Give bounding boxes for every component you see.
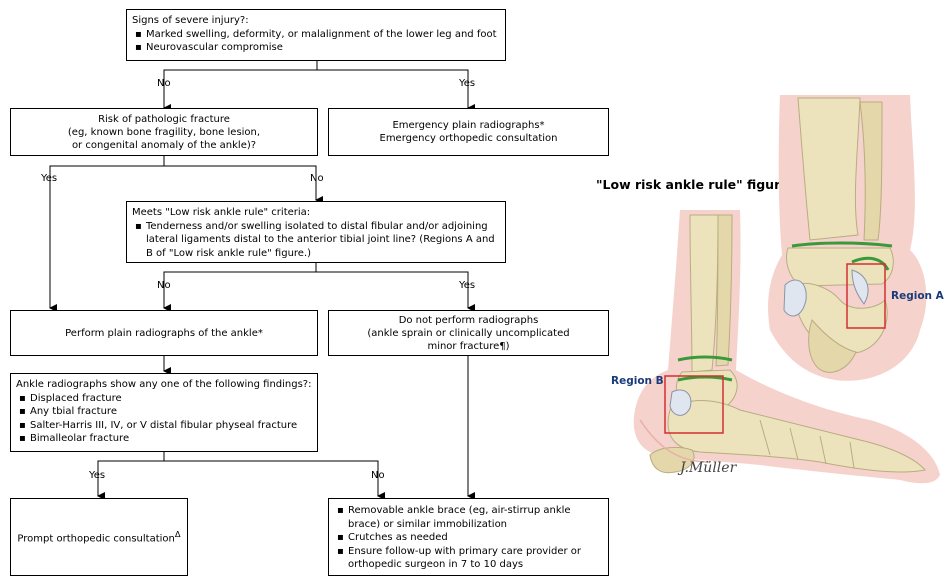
- label-yes-1: Yes: [459, 78, 476, 89]
- low-risk-bullet: Tenderness and/or swelling isolated to d…: [132, 220, 500, 261]
- figure-title: "Low risk ankle rule" figure: [596, 177, 789, 192]
- findings-title: Ankle radiographs show any one of the fo…: [16, 379, 312, 390]
- perform-text: Perform plain radiographs of the ankle*: [65, 327, 263, 339]
- emergency-line-2: Emergency orthopedic consultation: [379, 133, 558, 144]
- label-no-3: No: [157, 280, 171, 291]
- label-no-1: No: [157, 78, 171, 89]
- region-b-label: Region B: [611, 375, 664, 387]
- ortho-mark: Δ: [174, 529, 181, 540]
- pathologic-line-2: (eg, known bone fragility, bone lesion,: [67, 126, 261, 138]
- not-perform-line-3: minor fracture¶): [427, 340, 510, 352]
- pathologic-line-3: or congenital anomaly of the ankle)?: [71, 139, 257, 151]
- pathologic-fracture-box: Risk of pathologic fracture (eg, known b…: [10, 108, 318, 156]
- brace-bullet-3: Ensure follow-up with primary care provi…: [334, 545, 603, 572]
- low-risk-criteria-box: Meets "Low risk ankle rule" criteria: Te…: [126, 201, 506, 263]
- region-b-box: [664, 375, 724, 434]
- low-risk-title: Meets "Low risk ankle rule" criteria:: [132, 207, 311, 218]
- brace-bullet-2: Crutches as needed: [334, 531, 603, 545]
- perform-radiographs-box: Perform plain radiographs of the ankle*: [10, 310, 318, 356]
- findings-bullet-3: Salter-Harris III, IV, or V distal fibul…: [16, 419, 312, 433]
- region-a-label: Region A: [891, 290, 944, 302]
- severe-bullet-2: Neurovascular compromise: [132, 41, 500, 55]
- label-yes-4: Yes: [89, 470, 106, 481]
- findings-box: Ankle radiographs show any one of the fo…: [10, 373, 318, 452]
- brace-bullet-1: Removable ankle brace (eg, air-stirrup a…: [334, 504, 603, 531]
- region-a-box: [846, 263, 886, 329]
- illustrator-signature: J.Müller: [677, 460, 738, 476]
- ortho-text: Prompt orthopedic consultation: [17, 533, 175, 545]
- severe-injury-box: Signs of severe injury?: Marked swelling…: [126, 9, 506, 61]
- orthopedic-consult-box: Prompt orthopedic consultationΔ: [10, 498, 188, 576]
- lateral-foot-view: [633, 210, 940, 484]
- label-yes-3: Yes: [459, 280, 476, 291]
- posterior-leg-view: [768, 95, 927, 381]
- not-perform-line-2: (ankle sprain or clinically uncomplicate…: [367, 327, 570, 339]
- do-not-perform-box: Do not perform radiographs (ankle sprain…: [328, 310, 609, 356]
- findings-bullet-1: Displaced fracture: [16, 392, 312, 406]
- findings-bullet-2: Any tbial fracture: [16, 405, 312, 419]
- findings-bullet-4: Bimalleolar fracture: [16, 432, 312, 446]
- label-no-2: No: [310, 173, 324, 184]
- not-perform-line-1: Do not perform radiographs: [398, 314, 539, 326]
- severe-injury-title: Signs of severe injury?:: [132, 15, 249, 26]
- severe-bullet-1: Marked swelling, deformity, or malalignm…: [132, 28, 500, 42]
- ankle-brace-box: Removable ankle brace (eg, air-stirrup a…: [328, 498, 609, 576]
- label-yes-2: Yes: [41, 173, 58, 184]
- pathologic-line-1: Risk of pathologic fracture: [98, 113, 230, 125]
- ankle-illustration: J.Müller: [633, 95, 940, 484]
- emergency-box: Emergency plain radiographs* Emergency o…: [328, 108, 609, 156]
- emergency-line-1: Emergency plain radiographs*: [392, 120, 545, 131]
- label-no-4: No: [371, 470, 385, 481]
